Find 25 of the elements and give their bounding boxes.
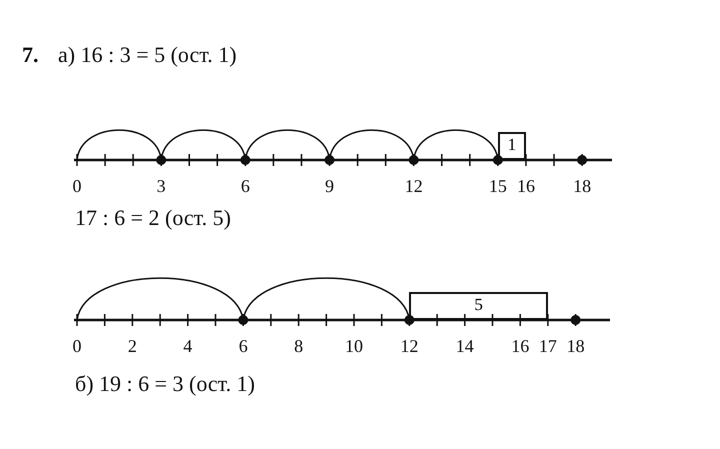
tick-label: 16 bbox=[516, 177, 535, 195]
equation-text: б) 19 : 6 = 3 (ост. 1) bbox=[75, 373, 255, 395]
tick-label: 17 bbox=[538, 337, 557, 355]
tick-label: 15 bbox=[488, 177, 507, 195]
tick-label: 3 bbox=[156, 177, 166, 195]
tick-label: 4 bbox=[183, 337, 192, 355]
tick-label: 6 bbox=[240, 177, 250, 195]
tick-label: 12 bbox=[400, 337, 418, 355]
equation-text: 17 : 6 = 2 (ост. 5) bbox=[75, 207, 231, 229]
tick-label: 9 bbox=[325, 177, 334, 195]
tick-label: 12 bbox=[404, 177, 423, 195]
tick-label: 14 bbox=[456, 337, 474, 355]
tick-label: 0 bbox=[72, 177, 82, 195]
tick-label: 16 bbox=[511, 337, 530, 355]
tick-label: 18 bbox=[573, 177, 592, 195]
tick-label: 10 bbox=[345, 337, 363, 355]
exercise-number: 7. bbox=[22, 44, 38, 66]
equation-text: а) 16 : 3 = 5 (ост. 1) bbox=[58, 44, 237, 66]
tick-label: 0 bbox=[72, 337, 82, 355]
tick-label: 8 bbox=[294, 337, 304, 355]
remainder-box: 1 bbox=[498, 132, 526, 160]
tick-label: 6 bbox=[238, 337, 248, 355]
remainder-box: 5 bbox=[409, 292, 548, 320]
tick-label: 2 bbox=[128, 337, 137, 355]
tick-label: 18 bbox=[566, 337, 585, 355]
